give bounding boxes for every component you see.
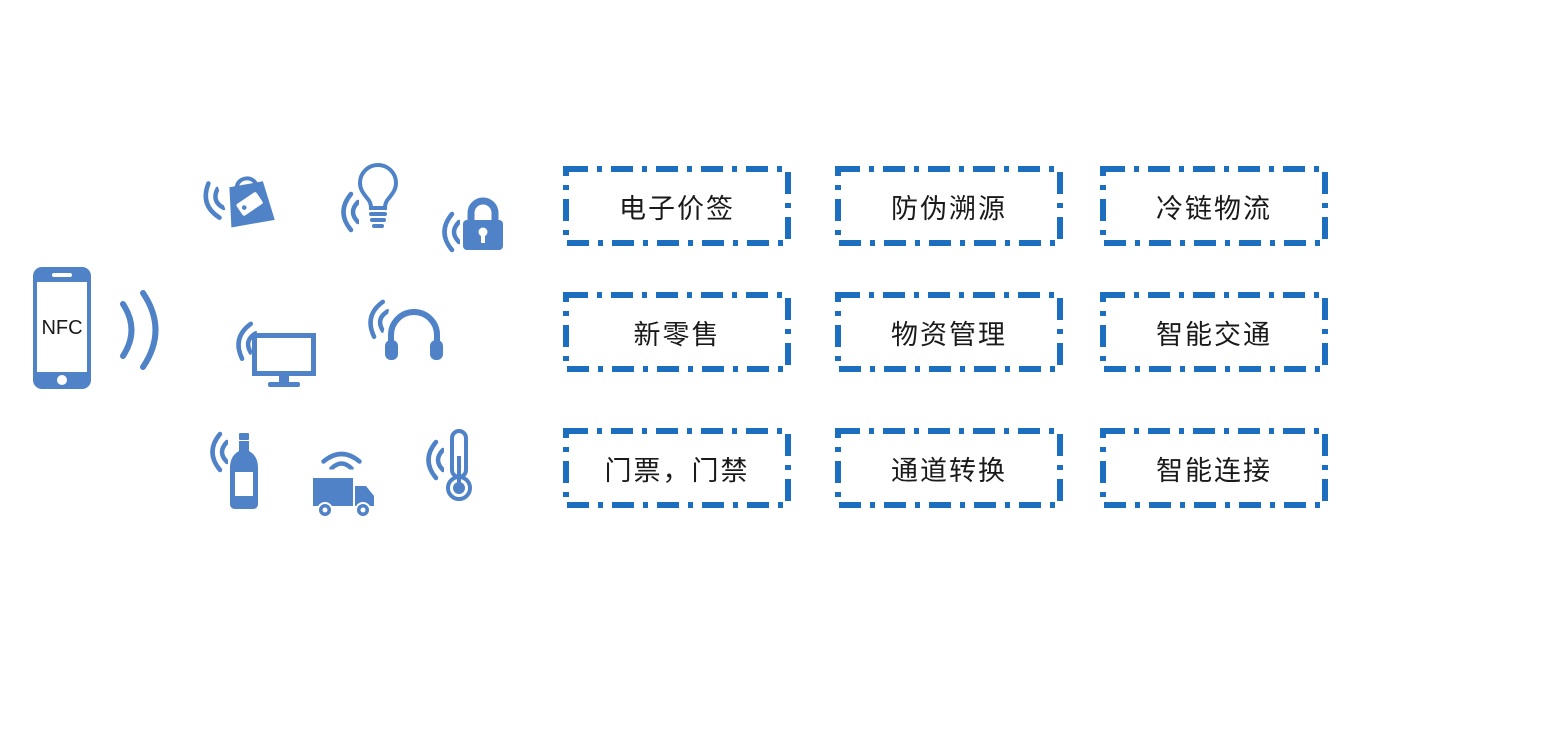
app-box-new-retail: 新零售 [563,292,791,372]
app-label: 通道转换 [891,455,1007,486]
app-box-channel-conversion: 通道转换 [835,428,1063,508]
waves-icon [434,210,462,259]
waves-icon [333,190,361,239]
waves-icon [354,294,391,348]
app-label: 电子价签 [619,193,735,224]
waves-icon [418,438,446,487]
app-box-cold-chain-logistics: 冷链物流 [1100,166,1328,246]
light-bulb-icon [352,162,404,237]
app-box-asset-management: 物资管理 [835,292,1063,372]
headphones-icon [383,306,445,367]
dashed-border [563,166,791,246]
nfc-signal-waves-icon [116,286,166,379]
app-label: 智能连接 [1156,455,1272,486]
dashed-border [835,166,1063,246]
app-label: 冷链物流 [1156,193,1272,224]
app-box-smart-transportation: 智能交通 [1100,292,1328,372]
waves-icon [202,430,230,479]
waves-icon [190,177,230,232]
monitor-icon [252,333,316,392]
app-box-tickets-access-control: 门票，门禁 [563,428,791,508]
app-label: 智能交通 [1156,319,1272,350]
delivery-truck-icon [312,468,376,527]
nfc-phone-icon: NFC [33,267,91,394]
dashed-border [563,428,791,508]
app-box-anti-counterfeit-traceability: 防伪溯源 [835,166,1063,246]
dashed-border [1100,166,1328,246]
bottle-icon [227,432,261,515]
shopping-bag-icon [214,161,283,239]
dashed-border [1100,292,1328,372]
dashed-border [563,292,791,372]
dashed-border [835,292,1063,372]
dashed-border [1100,428,1328,508]
app-label: 防伪溯源 [891,193,1007,224]
padlock-icon [458,196,508,257]
app-label: 物资管理 [891,319,1007,350]
waves-icon [315,444,364,471]
app-label: 门票，门禁 [604,455,750,486]
app-box-smart-connection: 智能连接 [1100,428,1328,508]
nfc-label: NFC [41,317,82,339]
dashed-border [835,428,1063,508]
thermometer-icon [444,428,474,507]
app-box-electronic-price-tag: 电子价签 [563,166,791,246]
app-label: 新零售 [633,319,721,350]
